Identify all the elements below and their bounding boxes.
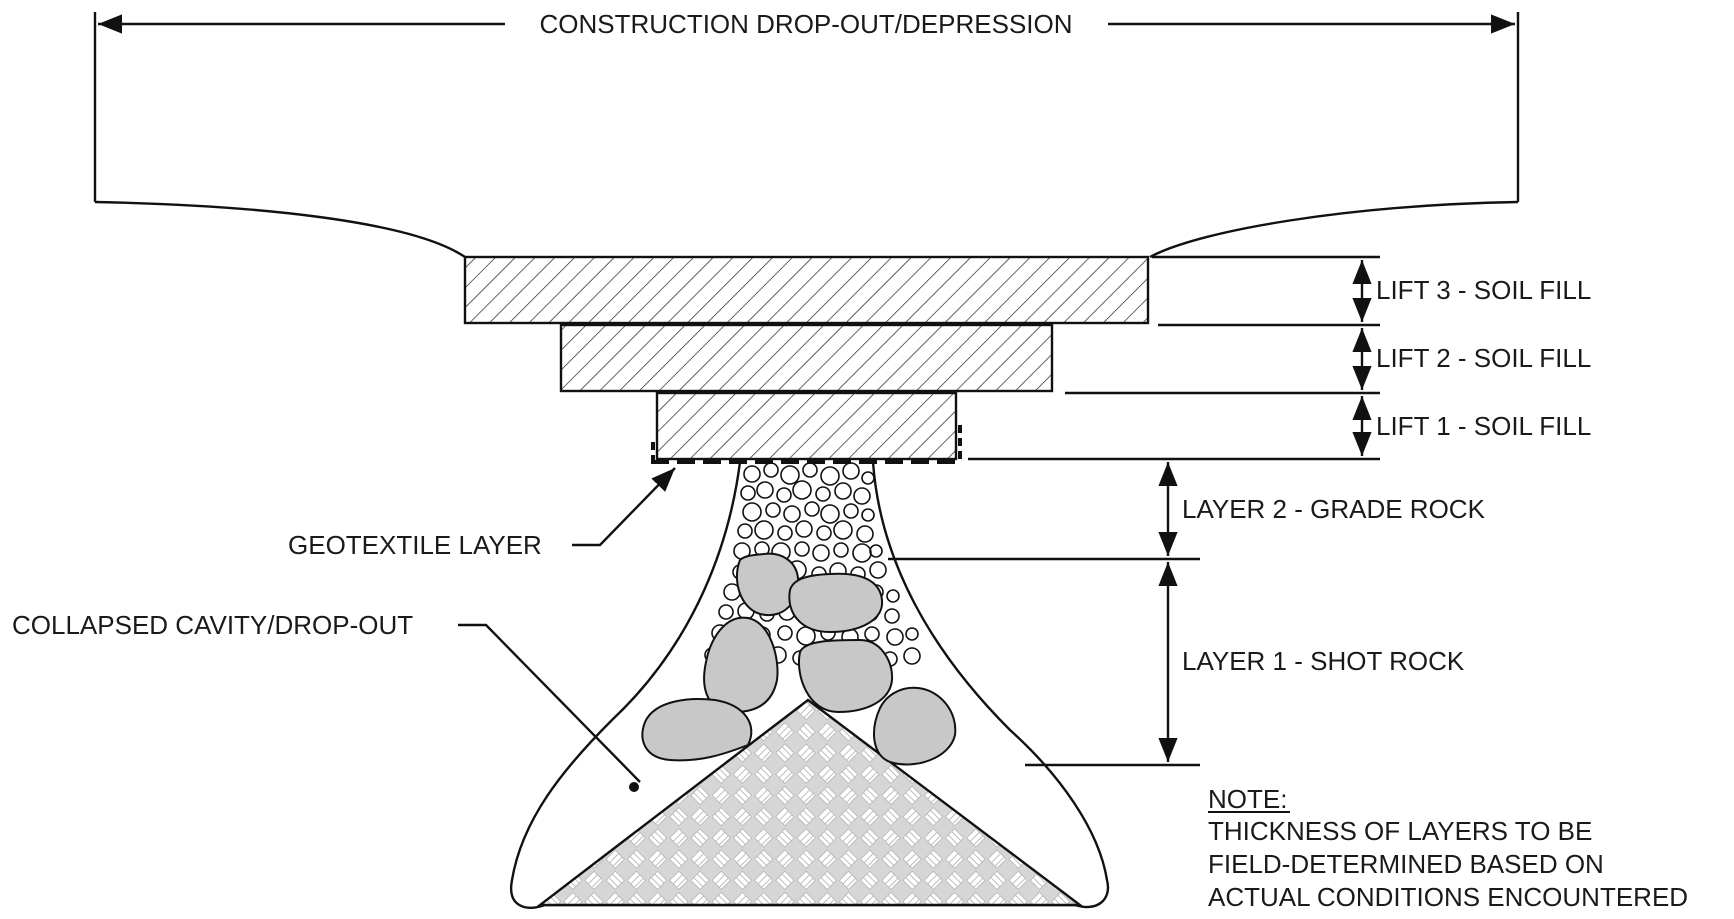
soil-fill-lifts bbox=[463, 255, 1150, 461]
geotextile-label: GEOTEXTILE LAYER bbox=[288, 530, 542, 560]
title-dimension: CONSTRUCTION DROP-OUT/DEPRESSION bbox=[98, 9, 1515, 39]
shot-rock-boulders bbox=[641, 552, 957, 766]
lift-3-label: LIFT 3 - SOIL FILL bbox=[1376, 275, 1591, 305]
layer-1-label: LAYER 1 - SHOT ROCK bbox=[1182, 646, 1465, 676]
cavity-leader-dot bbox=[629, 782, 639, 792]
note-heading: NOTE: bbox=[1208, 784, 1287, 814]
lift-1-label: LIFT 1 - SOIL FILL bbox=[1376, 411, 1591, 441]
geotextile-layer bbox=[651, 425, 962, 464]
depression-outline bbox=[93, 12, 1520, 259]
note-line-2: FIELD-DETERMINED BASED ON bbox=[1208, 849, 1604, 879]
dimension-lines bbox=[888, 255, 1380, 767]
leaders bbox=[458, 467, 676, 792]
note-line-3: ACTUAL CONDITIONS ENCOUNTERED bbox=[1208, 882, 1688, 912]
lift-2-block bbox=[559, 323, 1054, 393]
note-block: NOTE: THICKNESS OF LAYERS TO BE FIELD-DE… bbox=[1208, 784, 1688, 912]
lift-3-block bbox=[463, 255, 1150, 325]
layer-2-label: LAYER 2 - GRADE ROCK bbox=[1182, 494, 1486, 524]
labels: LIFT 3 - SOIL FILL LIFT 2 - SOIL FILL LI… bbox=[12, 275, 1591, 676]
collapsed-cavity bbox=[509, 461, 1110, 909]
note-line-1: THICKNESS OF LAYERS TO BE bbox=[1208, 816, 1592, 846]
cavity-label: COLLAPSED CAVITY/DROP-OUT bbox=[12, 610, 413, 640]
lift-1-block bbox=[655, 391, 958, 461]
title-label: CONSTRUCTION DROP-OUT/DEPRESSION bbox=[539, 9, 1072, 39]
base-fill-triangle bbox=[536, 698, 1084, 907]
lift-2-label: LIFT 2 - SOIL FILL bbox=[1376, 343, 1591, 373]
